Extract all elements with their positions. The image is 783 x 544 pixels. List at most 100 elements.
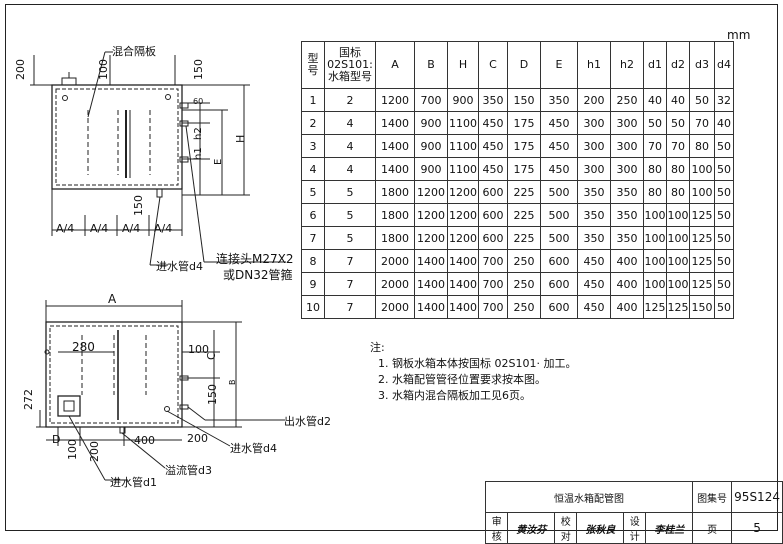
table-cell: 5 bbox=[301, 180, 325, 204]
check-signature: 张秋良 bbox=[576, 512, 624, 544]
table-cell: 400 bbox=[610, 295, 644, 319]
dim-a4-1: A/4 bbox=[56, 222, 75, 235]
table-cell: 300 bbox=[610, 111, 644, 135]
table-cell: 1400 bbox=[414, 295, 448, 319]
table-cell: 900 bbox=[414, 111, 448, 135]
table-cell: 400 bbox=[610, 272, 644, 296]
dim-200-top: 200 bbox=[14, 59, 27, 80]
table-cell: 100 bbox=[666, 249, 690, 273]
table-cell: 1400 bbox=[375, 111, 415, 135]
dim-280: 280 bbox=[72, 340, 95, 354]
table-cell: 250 bbox=[507, 272, 541, 296]
title-block: 恒温水箱配管图 图集号 95S124 审核 黄汝芬 校对 张秋良 设计 李桂兰 … bbox=[484, 481, 783, 544]
table-cell: 600 bbox=[540, 249, 578, 273]
table-header-cell: D bbox=[507, 41, 541, 89]
dim-a4-2: A/4 bbox=[90, 222, 109, 235]
table-cell: 500 bbox=[540, 180, 578, 204]
dim-272: 272 bbox=[22, 389, 35, 410]
notes: 注: 1. 钢板水箱本体按国标 02S101· 加工。 2. 水箱配管管径位置要… bbox=[370, 340, 576, 404]
table-cell: 175 bbox=[507, 134, 541, 158]
table-cell: 50 bbox=[666, 111, 690, 135]
label-inlet-d4-top: 进水管d4 bbox=[156, 260, 203, 273]
dim-100-b: 100 bbox=[66, 439, 79, 460]
table-cell: 4 bbox=[324, 134, 376, 158]
table-cell: 40 bbox=[643, 88, 667, 112]
dim-D: D bbox=[52, 433, 61, 446]
table-cell: 1200 bbox=[414, 203, 448, 227]
table-cell: 350 bbox=[610, 203, 644, 227]
table-cell: 225 bbox=[507, 180, 541, 204]
table-cell: 1100 bbox=[447, 134, 479, 158]
table-cell: 4 bbox=[324, 157, 376, 181]
table-cell: 5 bbox=[324, 226, 376, 250]
table-cell: 100 bbox=[643, 203, 667, 227]
table-cell: 1400 bbox=[414, 272, 448, 296]
unit-label: mm bbox=[727, 28, 751, 42]
table-cell: 50 bbox=[714, 180, 734, 204]
table-cell: 125 bbox=[689, 249, 715, 273]
table-cell: 450 bbox=[540, 134, 578, 158]
page-label: 页 bbox=[691, 512, 733, 544]
table-cell: 4 bbox=[301, 157, 325, 181]
table-cell: 6 bbox=[301, 203, 325, 227]
table-cell: 2000 bbox=[375, 272, 415, 296]
table-cell: 100 bbox=[689, 180, 715, 204]
table-cell: 1400 bbox=[447, 272, 479, 296]
drawing-title: 恒温水箱配管图 bbox=[485, 481, 693, 513]
table-cell: 50 bbox=[714, 249, 734, 273]
table-cell: 100 bbox=[643, 249, 667, 273]
dim-a4-4: A/4 bbox=[154, 222, 173, 235]
plan-view-tank bbox=[45, 321, 183, 428]
table-cell: 450 bbox=[577, 295, 611, 319]
table-cell: 40 bbox=[714, 111, 734, 135]
table-header-cell: 国标 02S101: 水箱型号 bbox=[324, 41, 376, 89]
table-cell: 80 bbox=[689, 134, 715, 158]
table-cell: 50 bbox=[714, 226, 734, 250]
table-cell: 175 bbox=[507, 157, 541, 181]
dim-a4-3: A/4 bbox=[122, 222, 141, 235]
table-cell: 600 bbox=[478, 226, 508, 250]
dim-150-mid: 150 bbox=[132, 195, 145, 216]
table-cell: 1400 bbox=[447, 249, 479, 273]
table-cell: 1200 bbox=[375, 88, 415, 112]
table-cell: 9 bbox=[301, 272, 325, 296]
table-cell: 350 bbox=[577, 203, 611, 227]
label-mixing-plate: 混合隔板 bbox=[112, 45, 156, 58]
table-header-cell: A bbox=[375, 41, 415, 89]
table-header-cell: h2 bbox=[610, 41, 644, 89]
table-cell: 600 bbox=[478, 180, 508, 204]
table-cell: 250 bbox=[507, 295, 541, 319]
table-cell: 450 bbox=[577, 249, 611, 273]
table-cell: 350 bbox=[577, 180, 611, 204]
table-cell: 10 bbox=[301, 295, 325, 319]
dim-B: B bbox=[228, 379, 237, 386]
table-header-cell: C bbox=[478, 41, 508, 89]
table-cell: 1100 bbox=[447, 111, 479, 135]
table-cell: 80 bbox=[666, 180, 690, 204]
table-cell: 2 bbox=[301, 111, 325, 135]
review-signature: 黄汝芬 bbox=[507, 512, 555, 544]
table-cell: 5 bbox=[324, 203, 376, 227]
table-cell: 100 bbox=[643, 226, 667, 250]
table-cell: 450 bbox=[540, 157, 578, 181]
table-cell: 80 bbox=[666, 157, 690, 181]
dim-A: A bbox=[108, 292, 117, 306]
dim-C: C bbox=[205, 352, 218, 360]
table-cell: 100 bbox=[666, 272, 690, 296]
table-cell: 100 bbox=[689, 157, 715, 181]
table-cell: 300 bbox=[610, 134, 644, 158]
table-cell: 450 bbox=[540, 111, 578, 135]
table-cell: 8 bbox=[301, 249, 325, 273]
review-label: 审核 bbox=[484, 512, 509, 544]
table-cell: 1200 bbox=[447, 226, 479, 250]
table-cell: 225 bbox=[507, 226, 541, 250]
table-header-cell: 型 号 bbox=[301, 41, 325, 89]
